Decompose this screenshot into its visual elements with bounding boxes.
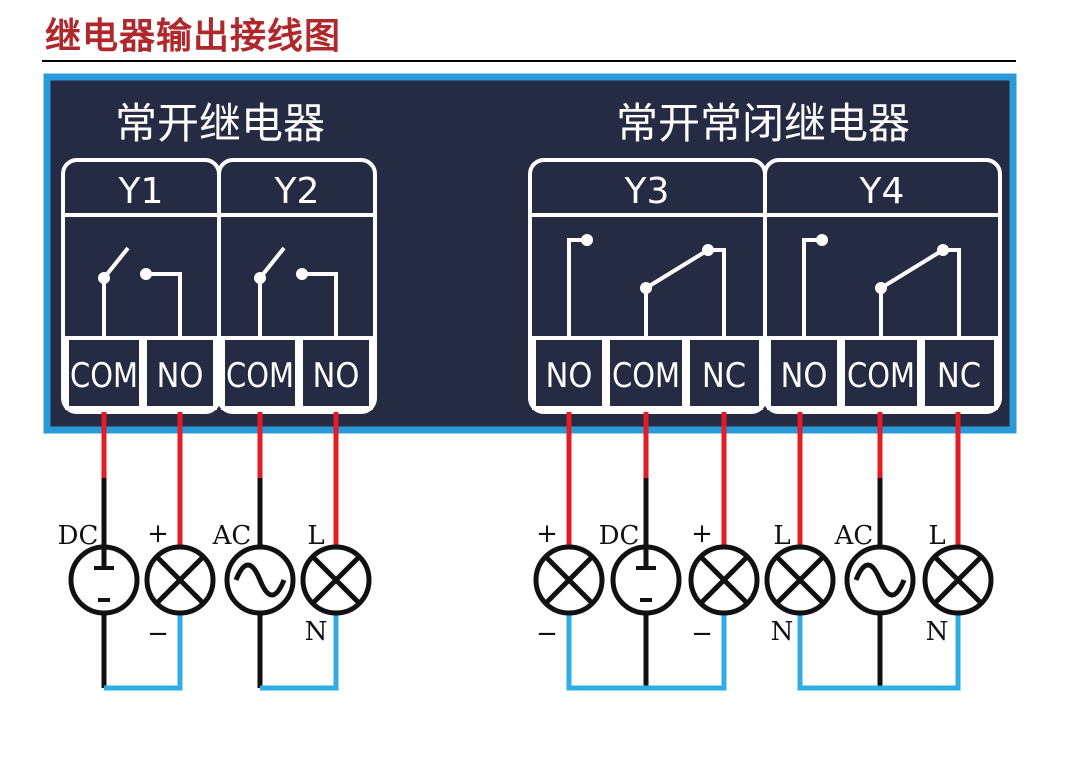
- relay-y3-label: Y3: [624, 171, 670, 212]
- load-label-bottom: −: [691, 619, 713, 649]
- group-label-no-nc: 常开常闭继电器: [616, 99, 910, 148]
- ac-source-icon: [844, 544, 916, 616]
- group-label-normally-open: 常开继电器: [115, 99, 325, 148]
- terminal-y1-no: NO: [157, 356, 204, 396]
- terminal-y4-com: COM: [847, 356, 915, 396]
- terminal-y3-nc: NC: [702, 356, 746, 396]
- relay-y2-label: Y2: [274, 171, 320, 212]
- load-label-top: L: [773, 521, 790, 551]
- terminal-y4-no: NO: [781, 356, 828, 396]
- relay-y2-contact-symbol: [254, 246, 338, 336]
- terminal-y2-com: COM: [226, 356, 294, 396]
- relay-y3-contact-symbol: [567, 234, 726, 336]
- load-label-bottom: N: [771, 617, 794, 647]
- lamp-icon: [144, 544, 216, 616]
- lamp-icon: [922, 544, 994, 616]
- relay-y1-contact-symbol: [98, 246, 182, 336]
- load-label-bottom: −: [147, 619, 169, 649]
- terminal-y2-no: NO: [313, 356, 360, 396]
- terminal-y4-nc: NC: [937, 356, 981, 396]
- relay-y4-contact-symbol: [802, 234, 961, 336]
- dc-source-icon: [610, 544, 682, 616]
- red-wires: [101, 412, 961, 548]
- lamp-icon: [300, 544, 372, 616]
- black-wires: [101, 478, 883, 688]
- relay-y1-label: Y1: [118, 171, 164, 212]
- ac-source-icon: [224, 544, 296, 616]
- page-title: 继电器输出接线图: [45, 15, 342, 57]
- blue-wires: [104, 612, 961, 691]
- load-label-top: DC: [599, 521, 640, 551]
- load-label-bottom: N: [926, 617, 949, 647]
- load-label-top: L: [307, 521, 324, 551]
- load-label-top: +: [147, 519, 169, 549]
- load-label-top: AC: [212, 521, 252, 551]
- load-label-top: +: [536, 519, 558, 549]
- relay-y2-frame: [217, 158, 377, 414]
- terminal-y1-com: COM: [70, 356, 138, 396]
- terminal-y3-no: NO: [546, 356, 593, 396]
- load-label-top: L: [928, 521, 945, 551]
- load-label-top: DC: [58, 521, 99, 551]
- relay-y4-label: Y4: [859, 171, 905, 212]
- load-label-bottom: −: [536, 619, 558, 649]
- dc-source-icon: [68, 544, 140, 616]
- title-underline: [42, 60, 1016, 62]
- lamp-icon: [533, 544, 605, 616]
- load-label-top: AC: [834, 521, 874, 551]
- lamp-icon: [764, 544, 836, 616]
- load-label-top: +: [691, 519, 713, 549]
- lamp-icon: [688, 544, 760, 616]
- load-label-bottom: N: [305, 617, 328, 647]
- terminal-y3-com: COM: [612, 356, 680, 396]
